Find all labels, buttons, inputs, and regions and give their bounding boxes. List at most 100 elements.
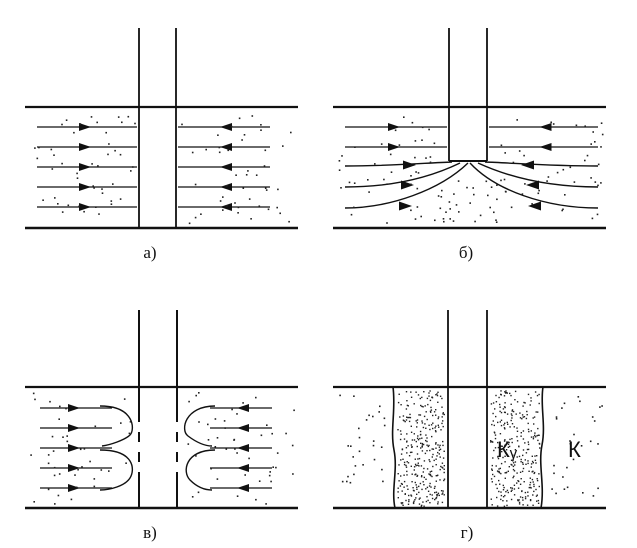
sand-grain [98,213,100,215]
sand-grain [491,504,493,506]
sand-grain [415,497,417,499]
sand-grain [119,153,122,156]
wellbore [138,28,177,228]
sand-grain [410,465,412,467]
sand-grain [435,447,437,449]
sand-grain [580,445,583,447]
flow-line [469,162,599,209]
sand-grain [421,422,424,424]
sand-grain [527,495,529,497]
flow-line [184,405,216,447]
sand-grain [223,420,226,422]
sand-grain [510,498,513,501]
sand-grain [264,187,267,189]
sand-grain [443,471,445,474]
sand-grain [441,462,444,464]
sand-grain [224,427,226,429]
sand-grain [416,493,418,495]
arrow-head [401,180,414,190]
sand-grain [562,208,564,211]
sand-grain [503,505,506,507]
sand-grain [194,183,197,186]
sand-grain [537,439,539,442]
sand-grain [508,445,511,448]
sand-grain [499,406,501,408]
sand-grain [416,206,419,208]
sand-grain [65,407,67,410]
sand-grain [449,208,451,210]
sand-grain [83,210,85,213]
sand-grain [420,215,422,218]
sand-grain [433,411,436,413]
sand-grain [435,414,437,416]
sand-grain [569,442,572,445]
sand-grain [130,170,132,172]
sand-grain [424,405,426,407]
sand-grain [469,202,471,204]
sand-grain [207,423,209,426]
sand-grain [511,441,513,444]
arrow-head [237,444,249,452]
sand-grain [382,480,384,483]
sand-grain [600,122,603,124]
sand-grain [430,486,432,488]
sand-grain [397,473,399,475]
sand-grain [125,462,127,464]
sand-grain [405,499,407,502]
sand-grain [529,477,531,479]
sand-grain [435,458,437,460]
sand-grain [236,452,238,454]
sand-grain [556,171,559,174]
sand-grain [575,124,578,127]
sand-grain [442,444,444,447]
sand-grain [410,391,412,393]
sand-grain [110,200,113,202]
sand-grain [494,408,496,410]
sand-grain [490,478,493,480]
sand-grain [386,222,388,224]
sand-grain [428,128,430,131]
sand-grain [422,406,424,408]
sand-grain [120,422,122,424]
sand-grain [594,141,596,143]
sand-grain [412,487,414,489]
sand-grain [437,417,439,420]
sand-grain [502,500,504,502]
sand-grain [101,192,104,194]
sand-grain [238,117,241,120]
sand-grain [591,217,594,220]
sand-grain [536,479,539,482]
sand-grain [411,481,413,483]
sand-grain [108,470,110,472]
sand-grain [432,414,434,417]
sand-grain [58,418,60,420]
sand-grain [525,463,527,465]
sand-grain [493,424,495,427]
sand-grain [272,466,274,468]
sand-grain [491,481,493,483]
sand-grain [429,410,432,413]
sand-grain [520,461,522,463]
sand-grain [440,196,443,198]
sand-grain [420,447,422,449]
sand-grain [499,421,501,423]
sand-grain [399,485,402,487]
sand-grain [437,424,439,426]
sand-grain [422,443,425,446]
sand-grain [421,396,423,399]
sand-grain [407,416,409,419]
sand-grain [409,416,412,419]
sand-grain [495,221,498,223]
sand-grain [563,488,566,490]
arrow-head [68,424,80,432]
sand-grain [33,501,35,503]
sand-grain [38,146,40,149]
sand-grain [563,402,566,405]
sand-grain [506,392,508,394]
flow-line [344,162,469,209]
sand-grain [426,486,429,489]
sand-grain [536,478,538,480]
sand-grain [516,119,518,121]
sand-grain [247,170,249,172]
arrow-head [220,183,232,191]
